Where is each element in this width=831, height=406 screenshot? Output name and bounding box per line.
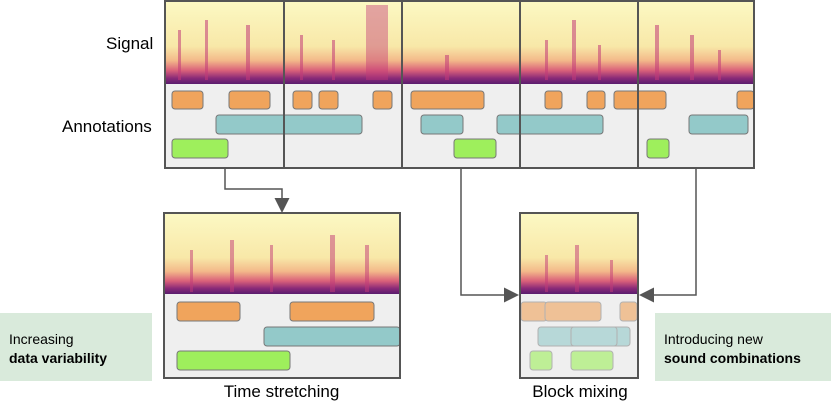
annotation-box: [176, 301, 241, 322]
variability-note: Increasing data variability: [0, 313, 152, 381]
stretched-frame: [163, 212, 401, 379]
arrow-to-time-stretching: [224, 168, 290, 213]
annotation-box: [453, 138, 497, 159]
variability-note-line1: Increasing: [9, 331, 74, 347]
annotation-box: [176, 350, 291, 371]
stretched-spectrogram-streaks: [190, 235, 369, 292]
arrows: [224, 168, 697, 303]
annotation-box: [529, 350, 553, 371]
annotation-box: [215, 114, 363, 135]
mixed-spectrogram-streaks: [545, 245, 613, 292]
top-spectrogram-streaks: [178, 5, 721, 80]
annotation-box: [570, 350, 614, 371]
mixed-frame: [519, 212, 639, 379]
annotation-box: [619, 301, 638, 322]
annotations-label: Annotations: [62, 117, 152, 136]
annotation-box: [171, 90, 204, 110]
block-mixing-block: [519, 212, 639, 379]
annotation-box: [318, 90, 339, 110]
annotation-box: [420, 114, 464, 135]
time-stretching-caption: Time stretching: [223, 382, 340, 401]
annotation-box: [171, 138, 229, 159]
annotation-box: [496, 114, 604, 135]
annotation-box: [586, 90, 606, 110]
annotation-box: [688, 114, 749, 135]
annotation-box: [613, 90, 667, 110]
annotation-box: [292, 90, 313, 110]
annotation-box: [570, 326, 618, 347]
annotation-box: [372, 90, 393, 110]
combinations-note: Introducing new sound combinations: [655, 313, 831, 381]
annotation-box: [736, 90, 755, 110]
annotation-box: [228, 90, 271, 110]
annotation-box: [263, 326, 401, 347]
annotation-box: [544, 301, 602, 322]
time-stretching-block: [163, 212, 401, 379]
combinations-note-line1: Introducing new: [664, 331, 763, 347]
annotation-box: [520, 301, 548, 322]
top-annotation-boxes: [171, 90, 755, 159]
arrow-left-to-block-mixing: [460, 168, 519, 303]
signal-label: Signal: [106, 34, 154, 53]
stretched-spectrogram: [164, 213, 400, 294]
top-spectrogram: [165, 0, 754, 84]
variability-note-line2: data variability: [9, 350, 108, 366]
annotation-box: [410, 90, 485, 110]
annotation-box: [646, 138, 670, 159]
annotation-box: [544, 90, 563, 110]
annotation-box: [289, 301, 375, 322]
top-block-frames: [164, 0, 755, 169]
combinations-note-line2: sound combinations: [664, 350, 801, 366]
arrow-right-to-block-mixing: [639, 168, 697, 303]
block-mixing-caption: Block mixing: [532, 382, 628, 401]
